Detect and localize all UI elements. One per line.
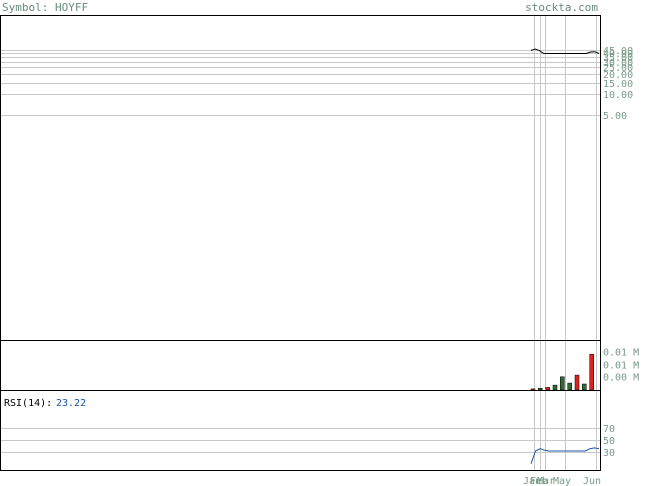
volume-bar [560, 376, 565, 391]
price-tick-label: 15.00 [603, 79, 633, 90]
volume-bar [545, 387, 550, 391]
volume-bar [530, 388, 536, 391]
brand-label[interactable]: stockta.com [525, 1, 598, 14]
grid-layer [1, 16, 600, 470]
price-tick-label: 40.00 [603, 49, 633, 60]
x-tick-label: May [553, 476, 571, 486]
volume-layer [530, 353, 594, 391]
rsi-line [530, 447, 600, 464]
volume-tick-label: 0.01 M [603, 348, 639, 359]
volume-bar [552, 384, 558, 391]
rsi-panel [0, 390, 601, 471]
price-line [530, 48, 600, 54]
price-panel [0, 15, 601, 341]
volume-tick-label: 0.00 M [603, 373, 639, 384]
rsi-tick-label: 70 [603, 424, 615, 435]
volume-panel [0, 340, 601, 391]
price-tick-label: 30.00 [603, 58, 633, 69]
volume-bar [589, 353, 594, 391]
price-tick-label: 20.00 [603, 70, 633, 81]
rsi-layer [530, 447, 600, 464]
volume-bar [582, 383, 587, 391]
price-tick-label: 35.00 [603, 53, 633, 64]
x-tick-label: Mar [537, 476, 555, 486]
volume-bar [567, 382, 572, 391]
rsi-tick-label: 30 [603, 448, 615, 459]
x-tick-label: Feb [530, 476, 548, 486]
rsi-label: RSI(14): [4, 398, 52, 409]
volume-bar [574, 374, 580, 391]
rsi-tick-label: 50 [603, 436, 615, 447]
symbol-label: Symbol: HOYFF [2, 1, 88, 14]
x-tick-label: Jan [523, 476, 541, 486]
volume-tick-label: 0.01 M [603, 361, 639, 372]
price-layer [530, 48, 600, 54]
price-tick-label: 25.00 [603, 63, 633, 74]
x-tick-label: Jun [583, 476, 601, 486]
rsi-current-value: 23.22 [56, 398, 86, 409]
price-tick-label: 5.00 [603, 111, 627, 122]
tick-layer: 45.0040.0035.0030.0025.0020.0015.0010.00… [523, 46, 639, 486]
price-tick-label: 10.00 [603, 90, 633, 101]
price-tick-label: 45.00 [603, 46, 633, 57]
volume-bar [538, 388, 543, 391]
